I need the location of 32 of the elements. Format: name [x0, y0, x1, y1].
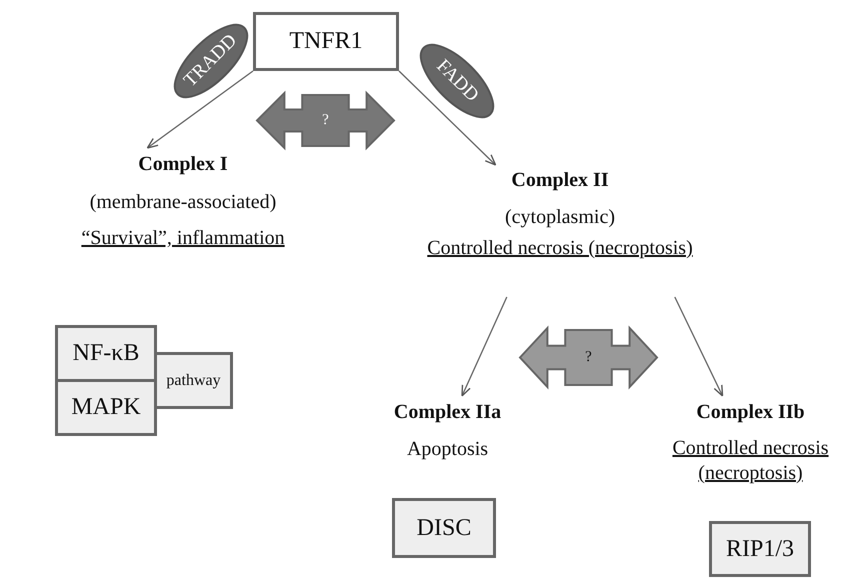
node-label: ?	[585, 349, 592, 366]
pathway-box	[55, 379, 157, 436]
double-arrow-shape	[257, 93, 394, 148]
pathway-box	[154, 352, 233, 409]
pathway-box	[55, 325, 157, 382]
arrow	[461, 296, 508, 397]
node-label: ?	[322, 112, 329, 129]
heading: Complex I	[137, 152, 229, 177]
node-label: MAPK	[71, 394, 141, 421]
node-label: NF-κB	[72, 340, 140, 367]
description: (cytoplasmic)	[504, 205, 616, 230]
node-label: DISC	[416, 514, 472, 542]
heading: Complex IIb	[695, 400, 806, 425]
description: Controlled necrosis (necroptosis)	[426, 236, 694, 261]
heading: Complex II	[510, 168, 610, 193]
protein-box	[392, 498, 496, 558]
arrow	[146, 70, 254, 149]
heading: Complex IIa	[392, 400, 502, 425]
description: (membrane-associated)	[88, 190, 278, 215]
description: Controlled necrosis (necroptosis)	[671, 436, 830, 486]
receptor-box	[253, 12, 399, 71]
double-arrow-shape	[520, 328, 657, 387]
node-label: pathway	[166, 372, 221, 390]
arrow	[674, 296, 724, 397]
protein-box	[709, 521, 811, 577]
node-label: RIP1/3	[726, 536, 794, 562]
description: Apoptosis	[406, 437, 490, 462]
adaptor-ellipse	[174, 24, 248, 98]
adaptor-ellipse	[420, 44, 494, 118]
arrow	[398, 70, 496, 166]
description: “Survival”, inflammation	[80, 226, 286, 251]
node-label: TNFR1	[289, 28, 363, 55]
